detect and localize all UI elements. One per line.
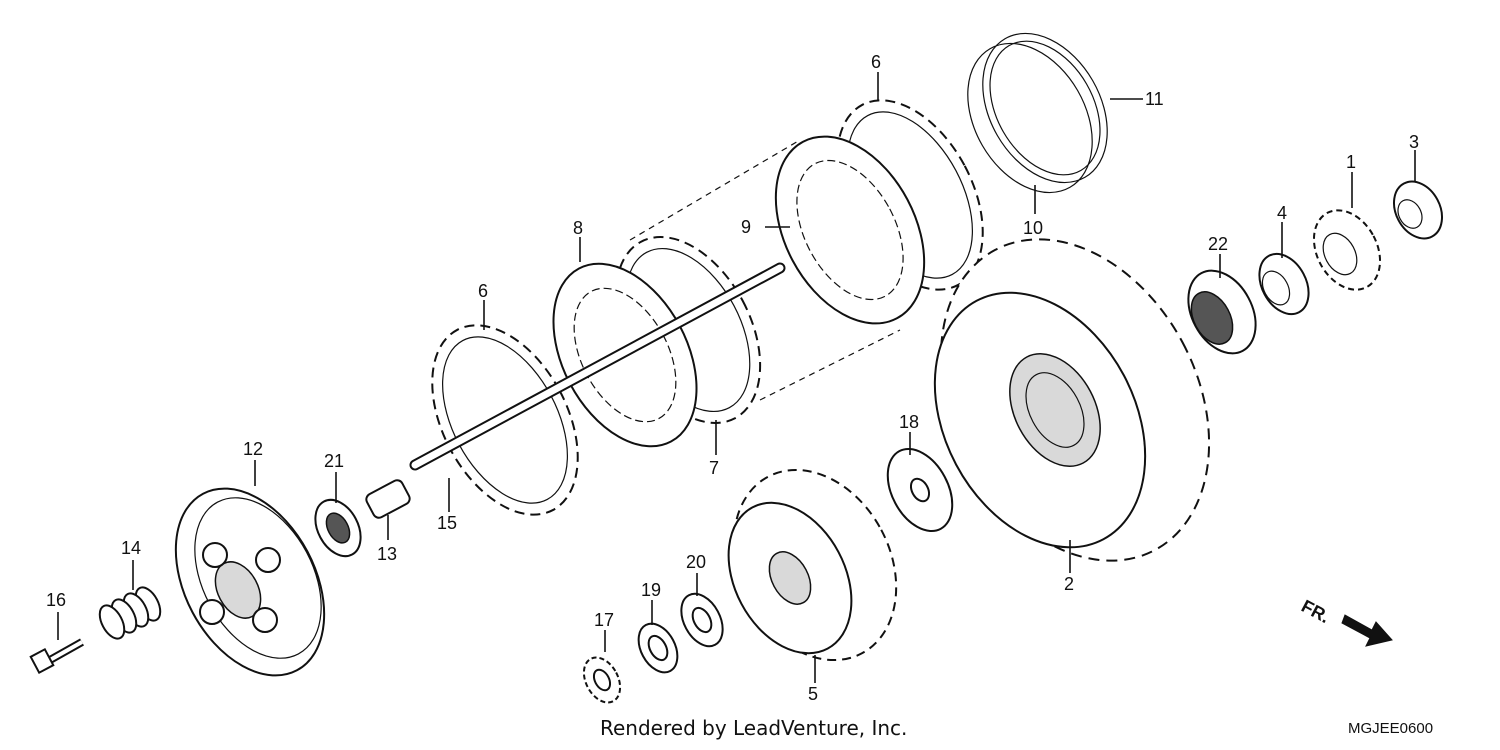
label-part-16: 16 <box>46 590 66 610</box>
part-9-clutch-plate[interactable] <box>746 111 955 349</box>
label-part-5: 5 <box>808 684 818 704</box>
label-part-2: 2 <box>1064 574 1074 594</box>
part-2-outer-clutch[interactable] <box>887 193 1262 608</box>
label-part-20: 20 <box>686 552 706 572</box>
label-part-7: 7 <box>709 458 719 478</box>
label-part-18: 18 <box>899 412 919 432</box>
part-19-washer[interactable] <box>631 617 685 679</box>
label-part-12: 12 <box>243 439 263 459</box>
part-3-bushing[interactable] <box>1384 173 1451 247</box>
part-11-ring[interactable] <box>957 11 1132 205</box>
diagram-code: MGJEE0600 <box>1348 720 1433 737</box>
label-part-21: 21 <box>324 451 344 471</box>
part-10-ring[interactable] <box>942 21 1117 215</box>
label-part-4: 4 <box>1277 203 1287 223</box>
label-part-6-lower: 6 <box>478 281 488 301</box>
label-part-1: 1 <box>1346 152 1356 172</box>
part-15-push-rod[interactable] <box>409 262 786 471</box>
label-part-19: 19 <box>641 580 661 600</box>
part-5-clutch-center[interactable] <box>702 441 928 688</box>
label-part-10: 10 <box>1023 218 1043 238</box>
label-part-11: 11 <box>1145 89 1164 109</box>
leader-lines <box>57 72 1416 683</box>
part-20-washer[interactable] <box>673 587 731 653</box>
label-part-13: 13 <box>377 544 397 564</box>
label-part-22: 22 <box>1208 234 1228 254</box>
part-labels: 1 2 3 4 5 6 6 7 8 9 10 11 12 13 14 15 16… <box>46 52 1419 704</box>
label-part-8: 8 <box>573 218 583 238</box>
direction-label: FR. <box>1298 596 1333 627</box>
label-part-14: 14 <box>121 538 141 558</box>
front-direction-indicator: FR. <box>1298 596 1393 647</box>
label-part-17: 17 <box>594 610 614 630</box>
label-part-9: 9 <box>741 217 751 237</box>
part-4-collar[interactable] <box>1250 245 1319 322</box>
label-part-15: 15 <box>437 513 457 533</box>
part-17-lock-nut[interactable] <box>577 651 628 708</box>
part-14-spring[interactable] <box>95 583 166 642</box>
front-arrow-icon <box>1341 614 1393 647</box>
part-21-bearing[interactable] <box>306 492 369 564</box>
label-part-6-upper: 6 <box>871 52 881 72</box>
dashed-guides <box>629 139 901 401</box>
part-13-lifter-piece[interactable] <box>364 478 412 520</box>
part-12-pressure-plate[interactable] <box>146 463 355 701</box>
footer-credit: Rendered by LeadVenture, Inc. <box>600 716 907 740</box>
part-18-thrust-washer[interactable] <box>875 438 966 542</box>
part-16-bolt[interactable] <box>29 638 84 675</box>
part-1-hub[interactable] <box>1301 199 1393 301</box>
label-part-3: 3 <box>1409 132 1419 152</box>
part-22-needle-bearing[interactable] <box>1175 259 1269 365</box>
